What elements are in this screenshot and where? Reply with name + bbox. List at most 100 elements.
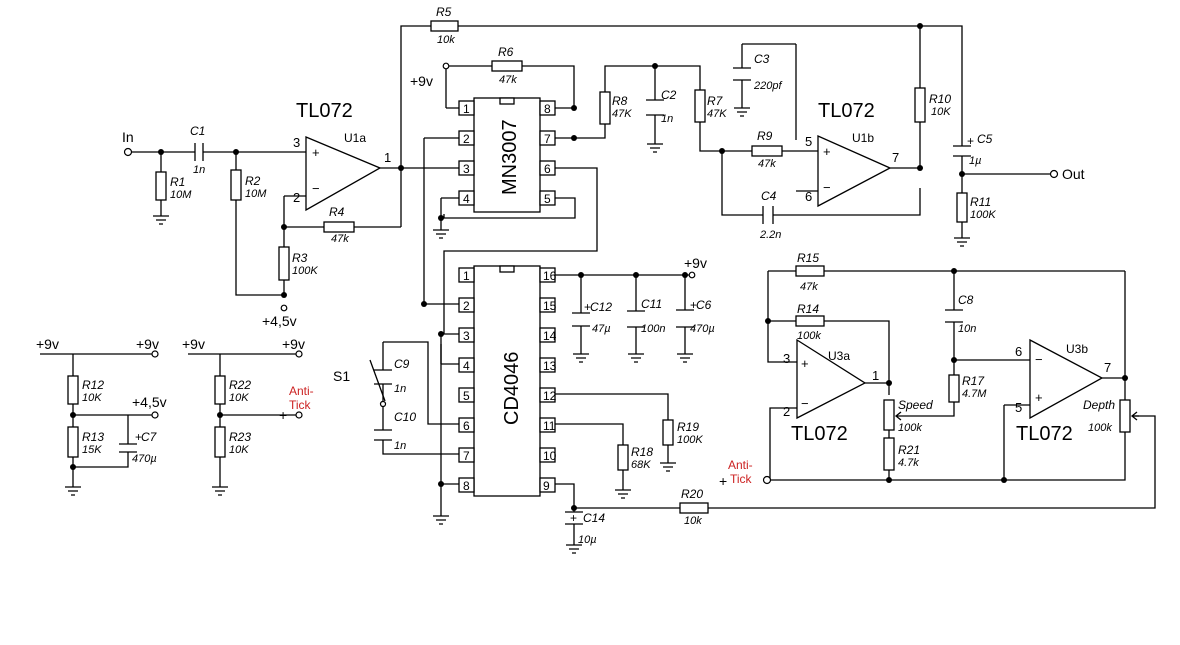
pin-number: 5 xyxy=(463,389,470,403)
capacitor-c2 xyxy=(646,99,664,116)
anti-tick-terminal[interactable] xyxy=(295,411,303,419)
r1-val: 10M xyxy=(170,189,192,201)
r18-ref: R18 xyxy=(631,445,653,459)
capacitors xyxy=(119,67,971,525)
u3a-ref-label: U3a xyxy=(828,349,850,363)
output-label: Out xyxy=(1062,166,1085,182)
cd4046-label: CD4046 xyxy=(501,352,523,425)
v9-label: +9v xyxy=(410,73,433,89)
r22-ref: R22 xyxy=(229,378,251,392)
r8-ref: R8 xyxy=(612,94,628,108)
c3-ref: C3 xyxy=(754,52,770,66)
v9-terminal[interactable] xyxy=(151,350,159,358)
v45-terminal[interactable] xyxy=(151,411,159,419)
depth-potentiometer[interactable] xyxy=(1119,399,1131,433)
anti-label: Anti- xyxy=(728,458,753,472)
r6-ref: R6 xyxy=(498,45,514,59)
pin-number: 7 xyxy=(892,150,899,165)
cd4046-pin xyxy=(539,297,556,313)
v9-label: +9v xyxy=(36,336,59,352)
junction xyxy=(571,135,577,141)
speed-potentiometer[interactable] xyxy=(883,399,895,431)
c9-val: 1n xyxy=(394,383,406,395)
resistor-r20 xyxy=(679,502,709,514)
plus-sign: + xyxy=(801,356,809,371)
c3-val: 220pf xyxy=(753,80,782,92)
resistor-r15 xyxy=(795,265,825,277)
pin-number: 10 xyxy=(543,449,557,463)
resistor-r4 xyxy=(323,221,355,233)
plus-sign: + xyxy=(1035,390,1043,405)
r20-ref: R20 xyxy=(681,487,703,501)
junction xyxy=(719,148,725,154)
r7-val: 47K xyxy=(707,108,727,120)
pin-number: 4 xyxy=(463,192,470,206)
ground-icon xyxy=(153,215,169,225)
r12-val: 10K xyxy=(82,392,102,404)
pin-number: 6 xyxy=(463,419,470,433)
junction xyxy=(951,357,957,363)
input-terminal[interactable] xyxy=(123,147,133,157)
c6-ref: C6 xyxy=(696,298,712,312)
junction xyxy=(158,149,164,155)
cd4046-notch xyxy=(499,265,515,273)
r13-ref: R13 xyxy=(82,430,104,444)
polarity-plus: + xyxy=(690,298,697,312)
resistor-r13 xyxy=(67,426,79,458)
v45-terminal[interactable] xyxy=(280,304,288,312)
r7-ref: R7 xyxy=(707,94,724,108)
resistor-r3 xyxy=(278,246,290,281)
ground-icon xyxy=(954,237,970,247)
anti-label: Anti- xyxy=(289,384,314,398)
ground-icon xyxy=(660,462,676,472)
junction xyxy=(70,464,76,470)
capacitor-c8 xyxy=(945,309,963,323)
pin-number: 5 xyxy=(1015,400,1022,415)
speed-val: 100k xyxy=(898,422,922,434)
junction xyxy=(438,481,444,487)
anti-tick-terminal[interactable] xyxy=(762,475,772,485)
r10-ref: R10 xyxy=(929,92,951,106)
c5-val: 1µ xyxy=(969,155,981,167)
polarity-plus: + xyxy=(135,430,142,444)
ground-icon xyxy=(647,143,663,153)
depth-ref: Depth xyxy=(1083,398,1115,412)
output-terminal[interactable] xyxy=(1049,169,1059,179)
switch-contact[interactable] xyxy=(379,400,387,408)
pin-number: 3 xyxy=(293,135,300,150)
r8-val: 47K xyxy=(612,108,632,120)
pin-number: 1 xyxy=(872,368,879,383)
r12-ref: R12 xyxy=(82,378,104,392)
pin-number: 6 xyxy=(1015,344,1022,359)
mn-pin xyxy=(539,160,556,176)
mn-pin xyxy=(539,190,556,206)
v9-terminal[interactable] xyxy=(442,62,450,70)
c12-ref: C12 xyxy=(590,300,612,314)
v9-terminal[interactable] xyxy=(295,350,303,358)
mn-pin xyxy=(458,160,475,176)
ground-icon xyxy=(566,544,582,554)
c10-ref: C10 xyxy=(394,410,416,424)
c6-val: 470µ xyxy=(690,323,715,335)
cd4046-pin xyxy=(539,477,556,493)
v45-label: +4,5v xyxy=(262,313,297,329)
junction xyxy=(398,165,404,171)
c2-ref: C2 xyxy=(661,88,677,102)
junction xyxy=(438,331,444,337)
ground-icon xyxy=(433,515,449,525)
r6-val: 47k xyxy=(499,74,517,86)
c7-ref: C7 xyxy=(141,430,158,444)
cd4046-pin xyxy=(539,447,556,463)
pin-number: 2 xyxy=(293,190,300,205)
v9-label: +9v xyxy=(282,336,305,352)
v9-label: +9v xyxy=(182,336,205,352)
v9-terminal[interactable] xyxy=(688,271,696,279)
speed-ref: Speed xyxy=(898,398,933,412)
capacitor-c9 xyxy=(374,369,392,385)
ground-icon xyxy=(677,353,693,363)
u3b-part-label: TL072 xyxy=(1016,423,1073,445)
resistor-r1 xyxy=(155,171,167,201)
junction xyxy=(682,272,688,278)
c1-val: 1n xyxy=(193,164,205,176)
resistor-r14 xyxy=(795,315,825,327)
